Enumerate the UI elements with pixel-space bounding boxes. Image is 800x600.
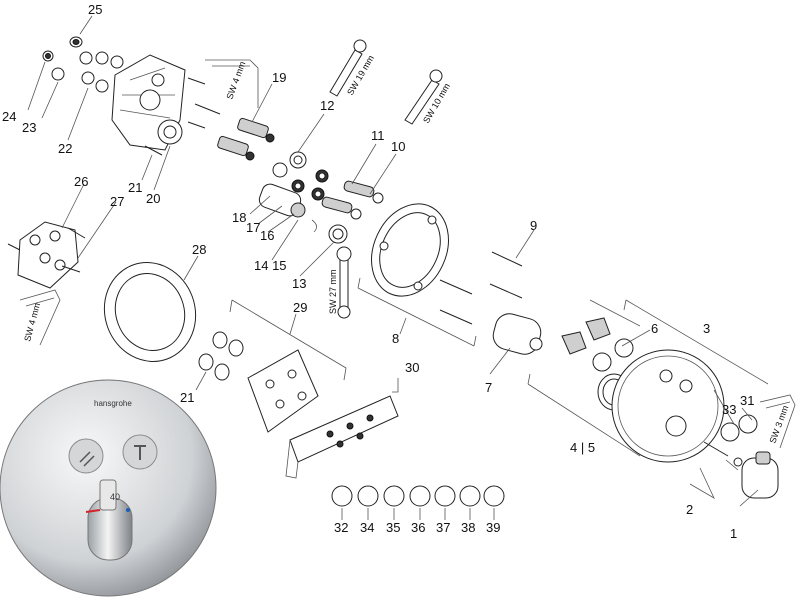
seal-rings: [272, 151, 329, 201]
label-13: 13: [292, 276, 306, 291]
extension-sleeve: [492, 313, 543, 355]
temperature-marking: 40: [110, 492, 120, 502]
part-labels: 1 2 3 4 | 5 6 7 8 9 10 11 12 13 14 15 16…: [2, 2, 754, 541]
wrench-sw10: [404, 69, 443, 125]
label-21-top: 21: [128, 180, 142, 195]
label-2: 2: [686, 502, 693, 517]
o-rings-21: [198, 331, 244, 381]
label-4-5: 4 | 5: [570, 440, 595, 455]
thermostat-handle: [703, 441, 779, 499]
label-23: 23: [22, 120, 36, 135]
valve-screws: [144, 77, 221, 156]
faceplate-rosette: [611, 349, 725, 463]
long-screws: [439, 251, 523, 325]
leader-lines: [27, 15, 759, 520]
label-21-bottom: 21: [180, 390, 194, 405]
label-9: 9: [530, 218, 537, 233]
label-10: 10: [391, 139, 405, 154]
label-22: 22: [58, 141, 72, 156]
label-26: 26: [74, 174, 88, 189]
label-34: 34: [360, 520, 374, 535]
wrench-label-sw27: SW 27 mm: [328, 269, 338, 314]
label-7: 7: [485, 380, 492, 395]
thermo-cartridge: [258, 183, 317, 233]
wrench-label-sw4-left: SW 4 mm: [22, 302, 42, 343]
small-caps-31-33: [720, 414, 758, 442]
label-8: 8: [392, 331, 399, 346]
mounting-frame: [7, 221, 86, 289]
check-valve-springs: [321, 180, 384, 244]
label-6: 6: [651, 321, 658, 336]
label-14-15: 14 15: [254, 258, 287, 273]
hex-key-right: [759, 394, 796, 449]
finished-thermostat-photo: [0, 379, 217, 597]
label-37: 37: [436, 520, 450, 535]
label-20: 20: [146, 191, 160, 206]
label-12: 12: [320, 98, 334, 113]
label-1: 1: [730, 526, 737, 541]
label-31: 31: [740, 393, 754, 408]
button-caps-row: [331, 485, 505, 507]
label-30: 30: [405, 360, 419, 375]
hex-key-left: [19, 289, 61, 346]
wrench-sw27: [336, 246, 352, 319]
label-3: 3: [703, 321, 710, 336]
label-28: 28: [192, 242, 206, 257]
label-17: 17: [246, 220, 260, 235]
cartridge-pair: [217, 117, 275, 161]
brand-logo-text: hansgrohe: [94, 399, 132, 408]
cover-plate-29: [247, 349, 319, 433]
label-39: 39: [486, 520, 500, 535]
label-32: 32: [334, 520, 348, 535]
label-11: 11: [371, 128, 385, 143]
rosette-mounting-plate: [371, 203, 449, 297]
label-33: 33: [722, 402, 736, 417]
label-24: 24: [2, 109, 16, 124]
label-18: 18: [232, 210, 246, 225]
wall-seal-ring: [103, 262, 197, 362]
adapter-strip-30: [285, 395, 399, 479]
label-19: 19: [272, 70, 286, 85]
connector-caps: [42, 36, 124, 93]
group-brackets: [229, 277, 769, 499]
label-25: 25: [88, 2, 102, 17]
label-16: 16: [260, 228, 274, 243]
label-36: 36: [411, 520, 425, 535]
label-35: 35: [386, 520, 400, 535]
wrench-sw19: [329, 39, 367, 97]
wrench-label-sw3: SW 3 mm: [767, 404, 790, 445]
label-27: 27: [110, 194, 124, 209]
valve-body: [111, 54, 186, 151]
hex-key-top: [205, 59, 259, 108]
label-38: 38: [461, 520, 475, 535]
label-29: 29: [293, 300, 307, 315]
